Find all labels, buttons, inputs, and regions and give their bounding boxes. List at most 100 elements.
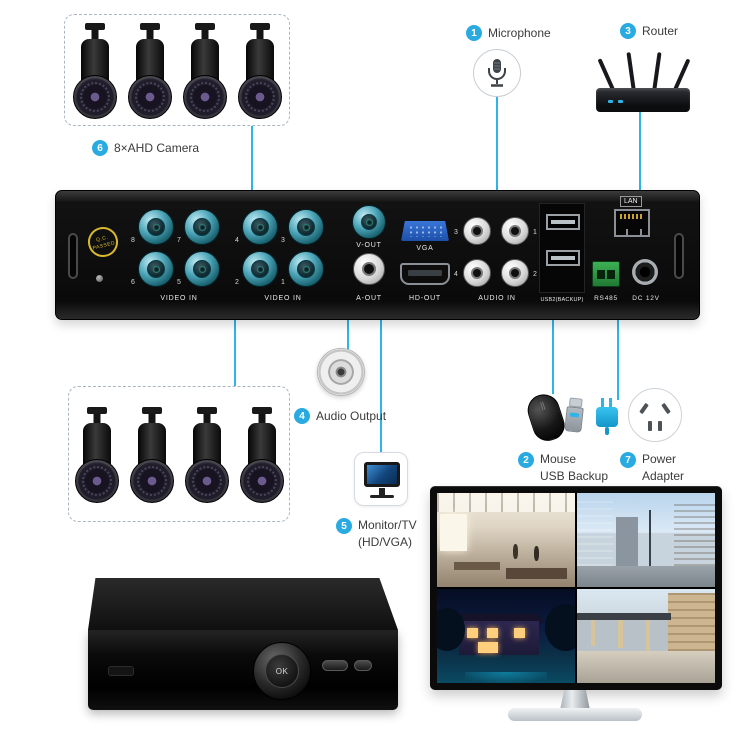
street-road bbox=[577, 566, 715, 587]
outlet-slot bbox=[639, 402, 649, 415]
plug-prong bbox=[609, 398, 612, 407]
vga-port bbox=[401, 221, 449, 241]
house-body bbox=[459, 620, 540, 655]
power-plug-icon bbox=[596, 398, 618, 435]
ahd-camera-icon bbox=[239, 405, 285, 503]
rca-audio-in-1 bbox=[501, 217, 529, 245]
dc-12v-label: DC 12V bbox=[632, 295, 660, 302]
camera-mount bbox=[141, 407, 162, 414]
lan-port bbox=[614, 209, 650, 237]
ahd-camera-icon bbox=[184, 405, 230, 503]
outlet-slot bbox=[661, 402, 671, 415]
camera-stem bbox=[146, 30, 153, 40]
quad-view-screen bbox=[437, 493, 715, 683]
street-building bbox=[673, 502, 715, 567]
rca-audio-in-4 bbox=[463, 259, 491, 287]
walkway-column bbox=[618, 620, 623, 649]
street-building bbox=[615, 517, 638, 567]
callout-number-3: 3 bbox=[620, 23, 636, 39]
callout-number-6: 6 bbox=[92, 140, 108, 156]
office-desk bbox=[506, 568, 567, 580]
callout-label-router: Router bbox=[642, 24, 679, 38]
line-microphone-to-dvr bbox=[496, 97, 498, 191]
bnc-video-in-3 bbox=[288, 209, 324, 245]
callout-power: 7 Power Adapter bbox=[620, 452, 684, 483]
camera-mount bbox=[196, 407, 217, 414]
bnc-video-in-6 bbox=[138, 251, 174, 287]
bnc-video-in-7 bbox=[184, 209, 220, 245]
bnc-video-in-1 bbox=[288, 251, 324, 287]
mouse-icon bbox=[523, 390, 569, 445]
dvr-ir-window bbox=[108, 666, 134, 676]
ahd-camera-icon bbox=[72, 21, 118, 119]
office-person bbox=[512, 543, 519, 559]
camera-view-street bbox=[577, 493, 715, 587]
camera-stem bbox=[201, 30, 208, 40]
mount-slot-right bbox=[674, 233, 684, 279]
bnc-number: 7 bbox=[177, 237, 181, 244]
callout-number-2: 2 bbox=[518, 452, 534, 468]
usb-stick-icon bbox=[564, 397, 584, 433]
dc-12v-jack bbox=[632, 259, 658, 285]
rca-audio-in-3 bbox=[463, 217, 491, 245]
dvr-ok-button: OK bbox=[265, 654, 299, 688]
screw bbox=[96, 275, 103, 282]
camera-mount bbox=[84, 23, 105, 30]
router-icon bbox=[596, 48, 690, 112]
callout-router: 3 Router bbox=[620, 23, 678, 39]
router-antenna bbox=[652, 52, 662, 93]
callout-label-power-line2: Adapter bbox=[642, 469, 685, 483]
camera-ir-ring bbox=[246, 466, 277, 496]
office-ceiling bbox=[437, 493, 575, 512]
line-dvr-to-cameras-bottom bbox=[234, 320, 236, 386]
camera-ir-ring bbox=[189, 82, 220, 112]
audio-number: 1 bbox=[533, 229, 537, 236]
line-router-to-dvr bbox=[639, 112, 641, 191]
dvr-top-face bbox=[88, 578, 398, 630]
usb-block bbox=[539, 203, 585, 293]
dvr-front-view: OK bbox=[60, 572, 405, 718]
monitor-stand-neck bbox=[560, 690, 590, 710]
a-out-label: A-OUT bbox=[356, 295, 382, 302]
camera-ir-ring bbox=[191, 466, 222, 496]
vga-label: VGA bbox=[416, 245, 434, 252]
hd-out-label: HD-OUT bbox=[408, 295, 442, 302]
camera-ir-ring bbox=[81, 466, 112, 496]
walkway-column bbox=[646, 620, 651, 652]
monitor-tv-icon bbox=[354, 452, 408, 506]
lan-label: LAN bbox=[620, 196, 642, 207]
video-in-label-1: VIDEO IN bbox=[160, 295, 198, 302]
bnc-number: 4 bbox=[235, 237, 239, 244]
bnc-v-out bbox=[352, 205, 386, 239]
camera-ir-ring bbox=[136, 466, 167, 496]
ahd-camera-icon bbox=[127, 21, 173, 119]
street-building bbox=[577, 498, 613, 567]
line-cameras-top-to-dvr bbox=[251, 126, 253, 191]
camera-mount bbox=[249, 23, 270, 30]
usb-port-2 bbox=[546, 250, 580, 266]
dvr-button bbox=[354, 660, 372, 671]
dvr-front-face bbox=[88, 630, 398, 710]
camera-stem bbox=[256, 30, 263, 40]
camera-stem bbox=[91, 30, 98, 40]
callout-label-power-line1: Power bbox=[642, 452, 677, 466]
house-pool bbox=[464, 671, 548, 683]
speaker-icon bbox=[317, 348, 365, 396]
monitor-icon-neck bbox=[379, 488, 385, 495]
office-desk bbox=[453, 561, 501, 571]
camera-ir-ring bbox=[79, 82, 110, 112]
monitor-icon-screen bbox=[364, 462, 400, 487]
line-dvr-to-monitor bbox=[380, 320, 382, 453]
callout-label-monitor-line2: (HD/VGA) bbox=[358, 535, 412, 549]
bnc-video-in-5 bbox=[184, 251, 220, 287]
camera-mount bbox=[86, 407, 107, 414]
bnc-number: 5 bbox=[177, 279, 181, 286]
mount-slot-left bbox=[68, 233, 78, 279]
rs485-label: RS485 bbox=[594, 295, 618, 302]
camera-mount bbox=[251, 407, 272, 414]
ok-label: OK bbox=[275, 666, 289, 676]
walkway-column bbox=[590, 620, 595, 647]
callout-number-1: 1 bbox=[466, 25, 482, 41]
video-in-label-2: VIDEO IN bbox=[264, 295, 302, 302]
walkway-floor bbox=[577, 651, 715, 683]
